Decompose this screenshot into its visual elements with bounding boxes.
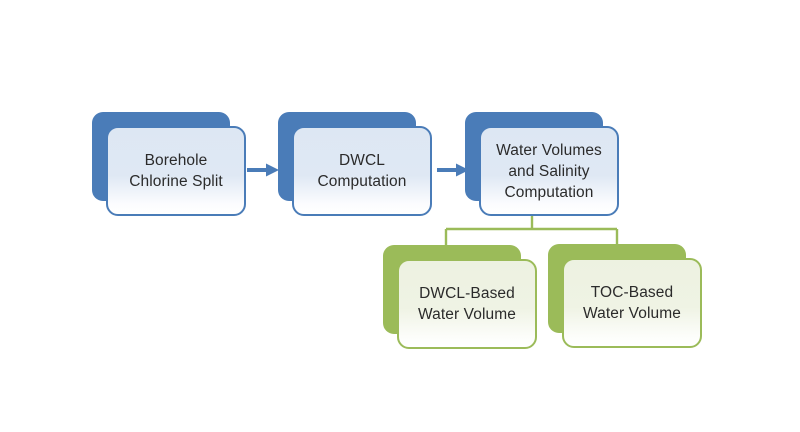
node-dwcl-computation: DWCL Computation bbox=[292, 126, 432, 216]
arrow-right-icon bbox=[247, 163, 279, 177]
node-toc-based-water-volume: TOC-Based Water Volume bbox=[562, 258, 702, 348]
node-label: TOC-Based Water Volume bbox=[583, 284, 681, 322]
arrow-right-icon bbox=[437, 163, 469, 177]
node-water-volumes-salinity: Water Volumes and Salinity Computation bbox=[479, 126, 619, 216]
branch-connector-line bbox=[444, 212, 619, 247]
node-label: DWCL-Based Water Volume bbox=[418, 285, 516, 323]
node-label: DWCL Computation bbox=[317, 152, 407, 190]
node-label: Borehole Chlorine Split bbox=[129, 152, 223, 190]
node-label: Water Volumes and Salinity Computation bbox=[496, 141, 602, 201]
node-borehole-chlorine-split: Borehole Chlorine Split bbox=[106, 126, 246, 216]
node-dwcl-based-water-volume: DWCL-Based Water Volume bbox=[397, 259, 537, 349]
